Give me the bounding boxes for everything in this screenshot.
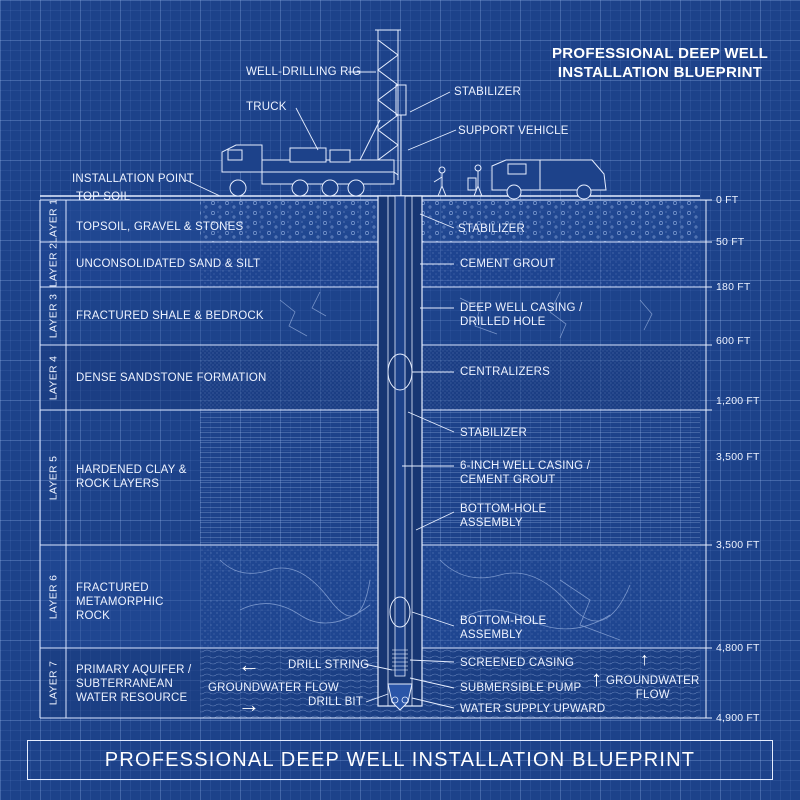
label-bottom-hole-assembly-2: BOTTOM-HOLE ASSEMBLY — [460, 615, 547, 641]
label-installation-point: INSTALLATION POINT — [72, 173, 195, 185]
well-bore — [377, 195, 423, 711]
depth-label-50: 50 FT — [716, 236, 745, 248]
depth-label-4800: 4,800 FT — [716, 642, 760, 654]
layer-tag-1: LAYER 1 — [47, 198, 60, 244]
layer-tag-5: LAYER 5 — [47, 455, 60, 500]
layer-tag-3: LAYER 3 — [47, 293, 60, 339]
support-van — [491, 159, 607, 200]
arrow-up-icon: ↑ — [591, 666, 602, 691]
label-support-vehicle: SUPPORT VEHICLE — [458, 125, 569, 137]
label-6-inch-casing: 6-INCH WELL CASING / CEMENT GROUT — [460, 460, 591, 486]
layer-name-5: HARDENED CLAY & ROCK LAYERS — [76, 464, 187, 490]
label-drill-bit: DRILL BIT — [308, 696, 364, 708]
label-deep-well-casing: DEEP WELL CASING / DRILLED HOLE — [460, 302, 583, 328]
layer-dividers — [39, 199, 700, 719]
layer-tag-2: LAYER 2 — [47, 242, 60, 287]
footer-title: PROFESSIONAL DEEP WELL INSTALLATION BLUE… — [104, 748, 696, 771]
title-text: PROFESSIONAL DEEP WELL INSTALLATION BLUE… — [551, 45, 769, 81]
layer-name-7: PRIMARY AQUIFER / SUBTERRANEAN WATER RES… — [76, 664, 192, 704]
label-groundwater-flow-left: GROUNDWATER FLOW — [208, 682, 339, 694]
workers — [433, 164, 483, 197]
layer-tag-7: LAYER 7 — [47, 660, 60, 706]
label-stabilizer-1: STABILIZER — [458, 223, 525, 235]
strata — [40, 200, 700, 718]
label-stabilizer-surface: STABILIZER — [454, 86, 521, 98]
label-screened-casing: SCREENED CASING — [460, 657, 575, 669]
label-truck: TRUCK — [246, 101, 287, 113]
label-well-drilling-rig: WELL-DRILLING RIG — [246, 66, 362, 78]
header-title: PROFESSIONAL DEEP WELL INSTALLATION BLUE… — [540, 44, 780, 82]
label-centralizers: CENTRALIZERS — [460, 366, 550, 378]
depth-label-3500-b: 3,500 FT — [716, 539, 760, 551]
footer-title-banner: PROFESSIONAL DEEP WELL INSTALLATION BLUE… — [27, 740, 773, 780]
layer-name-2: UNCONSOLIDATED SAND & SILT — [76, 258, 261, 270]
arrow-left-icon: ← — [238, 652, 260, 677]
drilling-truck — [221, 119, 395, 197]
depth-label-4900: 4,900 FT — [716, 712, 760, 724]
layer-name-1: TOPSOIL, GRAVEL & STONES — [76, 221, 244, 233]
label-water-supply-upward: WATER SUPPLY UPWARD — [460, 703, 606, 715]
leader-lines — [185, 71, 457, 709]
label-stabilizer-2: STABILIZER — [460, 427, 527, 439]
layer-tag-4: LAYER 4 — [47, 355, 60, 400]
layer-name-3: FRACTURED SHALE & BEDROCK — [76, 310, 264, 322]
depth-label-0: 0 FT — [716, 194, 739, 206]
rock-fractures — [219, 291, 653, 641]
layer-name-6: FRACTURED METAMORPHIC ROCK — [76, 582, 164, 622]
label-top-soil: TOP SOIL — [76, 191, 131, 203]
arrow-up-small-icon: ↑ — [640, 649, 649, 669]
arrow-right-icon: → — [238, 692, 260, 717]
label-cement-grout: CEMENT GROUT — [460, 258, 556, 270]
depth-label-600: 600 FT — [716, 335, 751, 347]
label-bottom-hole-assembly-1: BOTTOM-HOLE ASSEMBLY — [460, 503, 547, 529]
label-drill-string: DRILL STRING — [288, 659, 370, 671]
depth-scale — [700, 199, 712, 719]
layer-name-4: DENSE SANDSTONE FORMATION — [76, 372, 267, 384]
depth-label-1200: 1,200 FT — [716, 395, 760, 407]
depth-label-3500-a: 3,500 FT — [716, 451, 760, 463]
layer-tag-6: LAYER 6 — [47, 574, 60, 619]
label-groundwater-flow-right: GROUNDWATER FLOW — [606, 675, 700, 701]
drilling-rig-mast — [375, 29, 407, 196]
label-submersible-pump: SUBMERSIBLE PUMP — [460, 682, 582, 694]
depth-label-180: 180 FT — [716, 281, 751, 293]
